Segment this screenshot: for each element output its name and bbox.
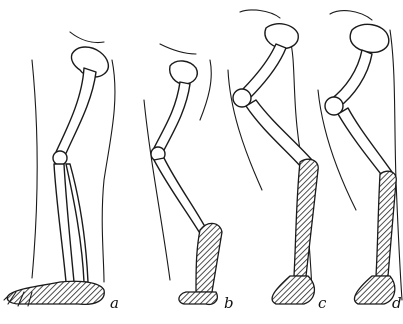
limb-b-paw: [179, 292, 217, 304]
limb-d-cannon-bone: [376, 171, 396, 276]
limb-d-hoof: [354, 276, 394, 304]
limb-b-femur: [154, 82, 190, 154]
panel-label-d: d: [392, 296, 402, 311]
limb-a-plantigrade: [4, 32, 115, 306]
limb-c-cannon-bone: [294, 159, 318, 276]
limb-d-pelvis: [350, 24, 389, 52]
limb-c-hoof: [272, 276, 314, 304]
limb-b-pelvis: [170, 61, 198, 84]
limb-b-metatarsal: [196, 223, 222, 292]
limb-d-unguligrade: [318, 11, 402, 304]
limb-c-pelvis: [265, 24, 298, 49]
panel-label-c: c: [318, 296, 326, 311]
panel-label-a: a: [110, 296, 119, 311]
limb-d-tibia: [338, 108, 392, 178]
limb-b-digitigrade: [144, 44, 222, 304]
limb-a-foot: [7, 281, 104, 304]
limb-c-unguligrade: [228, 10, 318, 304]
limb-a-knee: [53, 151, 67, 165]
limb-a-femur: [56, 68, 96, 158]
limb-c-tibia: [246, 100, 312, 168]
panel-label-b: b: [224, 296, 234, 311]
